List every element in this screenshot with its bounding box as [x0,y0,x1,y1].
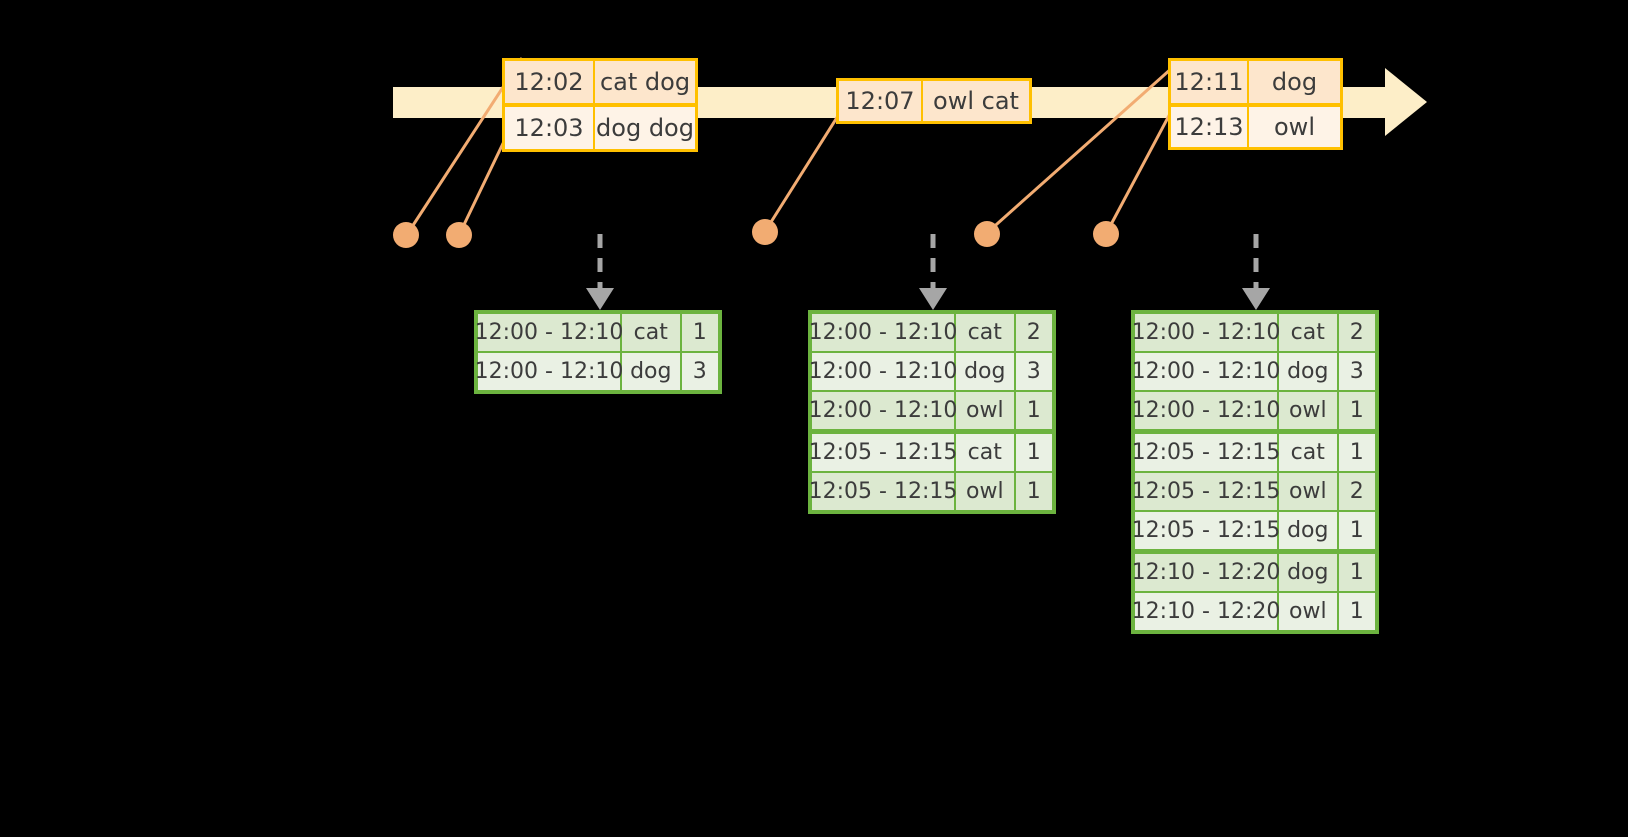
cell-word: cat [1279,314,1337,351]
cell-count: 1 [1338,554,1375,591]
cell-window: 12:00 - 12:10 [1132,314,1280,351]
cell-word: cat [1279,434,1337,471]
cell-count: 2 [1338,473,1375,510]
timeline-event-1203[interactable]: 12:03 dog dog [502,104,698,152]
cell-window: 12:00 - 12:10 [1132,392,1280,429]
event-dot-1211 [974,221,1000,247]
cell-count: 3 [1338,353,1375,390]
cell-word: cat [956,314,1014,351]
cell-word: owl [1279,593,1337,630]
cell-count: 1 [1338,392,1375,429]
leader-line-1213 [1105,109,1174,233]
timeline-event-1213[interactable]: 12:13 owl [1168,104,1343,150]
timeline-event-1202[interactable]: 12:02 cat dog [502,58,698,106]
cell-count: 3 [1015,353,1052,390]
cell-window: 12:05 - 12:15 [1132,512,1280,549]
event-dot-1207 [752,219,778,245]
cell-word: owl [956,473,1014,510]
cell-count: 1 [1338,593,1375,630]
cell-window: 12:05 - 12:15 [809,434,957,471]
cell-window: 12:05 - 12:15 [1132,473,1280,510]
cell-window: 12:05 - 12:15 [809,473,957,510]
event-message: dog [1249,61,1340,103]
cell-window: 12:00 - 12:10 [809,353,957,390]
cell-count: 1 [1015,473,1052,510]
cell-window: 12:10 - 12:20 [1132,593,1280,630]
event-dot-1202 [393,222,419,248]
event-message: owl cat [923,81,1029,121]
dash-arrow-head-2 [919,288,947,310]
cell-word: cat [622,314,680,351]
event-time: 12:11 [1171,61,1249,103]
cell-word: dog [1279,554,1337,591]
cell-window: 12:00 - 12:10 [1132,353,1280,390]
cell-word: dog [622,353,680,390]
cell-word: dog [956,353,1014,390]
event-time: 12:13 [1171,107,1249,147]
cell-word: dog [1279,512,1337,549]
cell-word: dog [1279,353,1337,390]
cell-window: 12:10 - 12:20 [1132,554,1280,591]
cell-word: owl [1279,392,1337,429]
cell-word: cat [956,434,1014,471]
timeline-event-1207[interactable]: 12:07 owl cat [836,78,1032,124]
cell-count: 1 [1015,392,1052,429]
cell-count: 2 [1015,314,1052,351]
dash-arrow-head-1 [586,288,614,310]
cell-word: owl [1279,473,1337,510]
dash-arrow-head-3 [1242,288,1270,310]
event-message: cat dog [595,61,695,103]
cell-window: 12:00 - 12:10 [475,314,623,351]
event-time: 12:02 [505,61,595,103]
cell-window: 12:00 - 12:10 [809,314,957,351]
event-message: owl [1249,107,1340,147]
cell-count: 3 [681,353,718,390]
cell-window: 12:00 - 12:10 [475,353,623,390]
event-dot-1203 [446,222,472,248]
timeline-arrow-head-icon [1385,68,1427,136]
cell-count: 1 [681,314,718,351]
event-message: dog dog [595,107,695,149]
cell-window: 12:00 - 12:10 [809,392,957,429]
timeline-event-1211[interactable]: 12:11 dog [1168,58,1343,106]
event-time: 12:07 [839,81,923,121]
cell-count: 2 [1338,314,1375,351]
cell-count: 1 [1015,434,1052,471]
cell-count: 1 [1338,434,1375,471]
event-dot-1213 [1093,221,1119,247]
event-time: 12:03 [505,107,595,149]
cell-window: 12:05 - 12:15 [1132,434,1280,471]
cell-word: owl [956,392,1014,429]
cell-count: 1 [1338,512,1375,549]
